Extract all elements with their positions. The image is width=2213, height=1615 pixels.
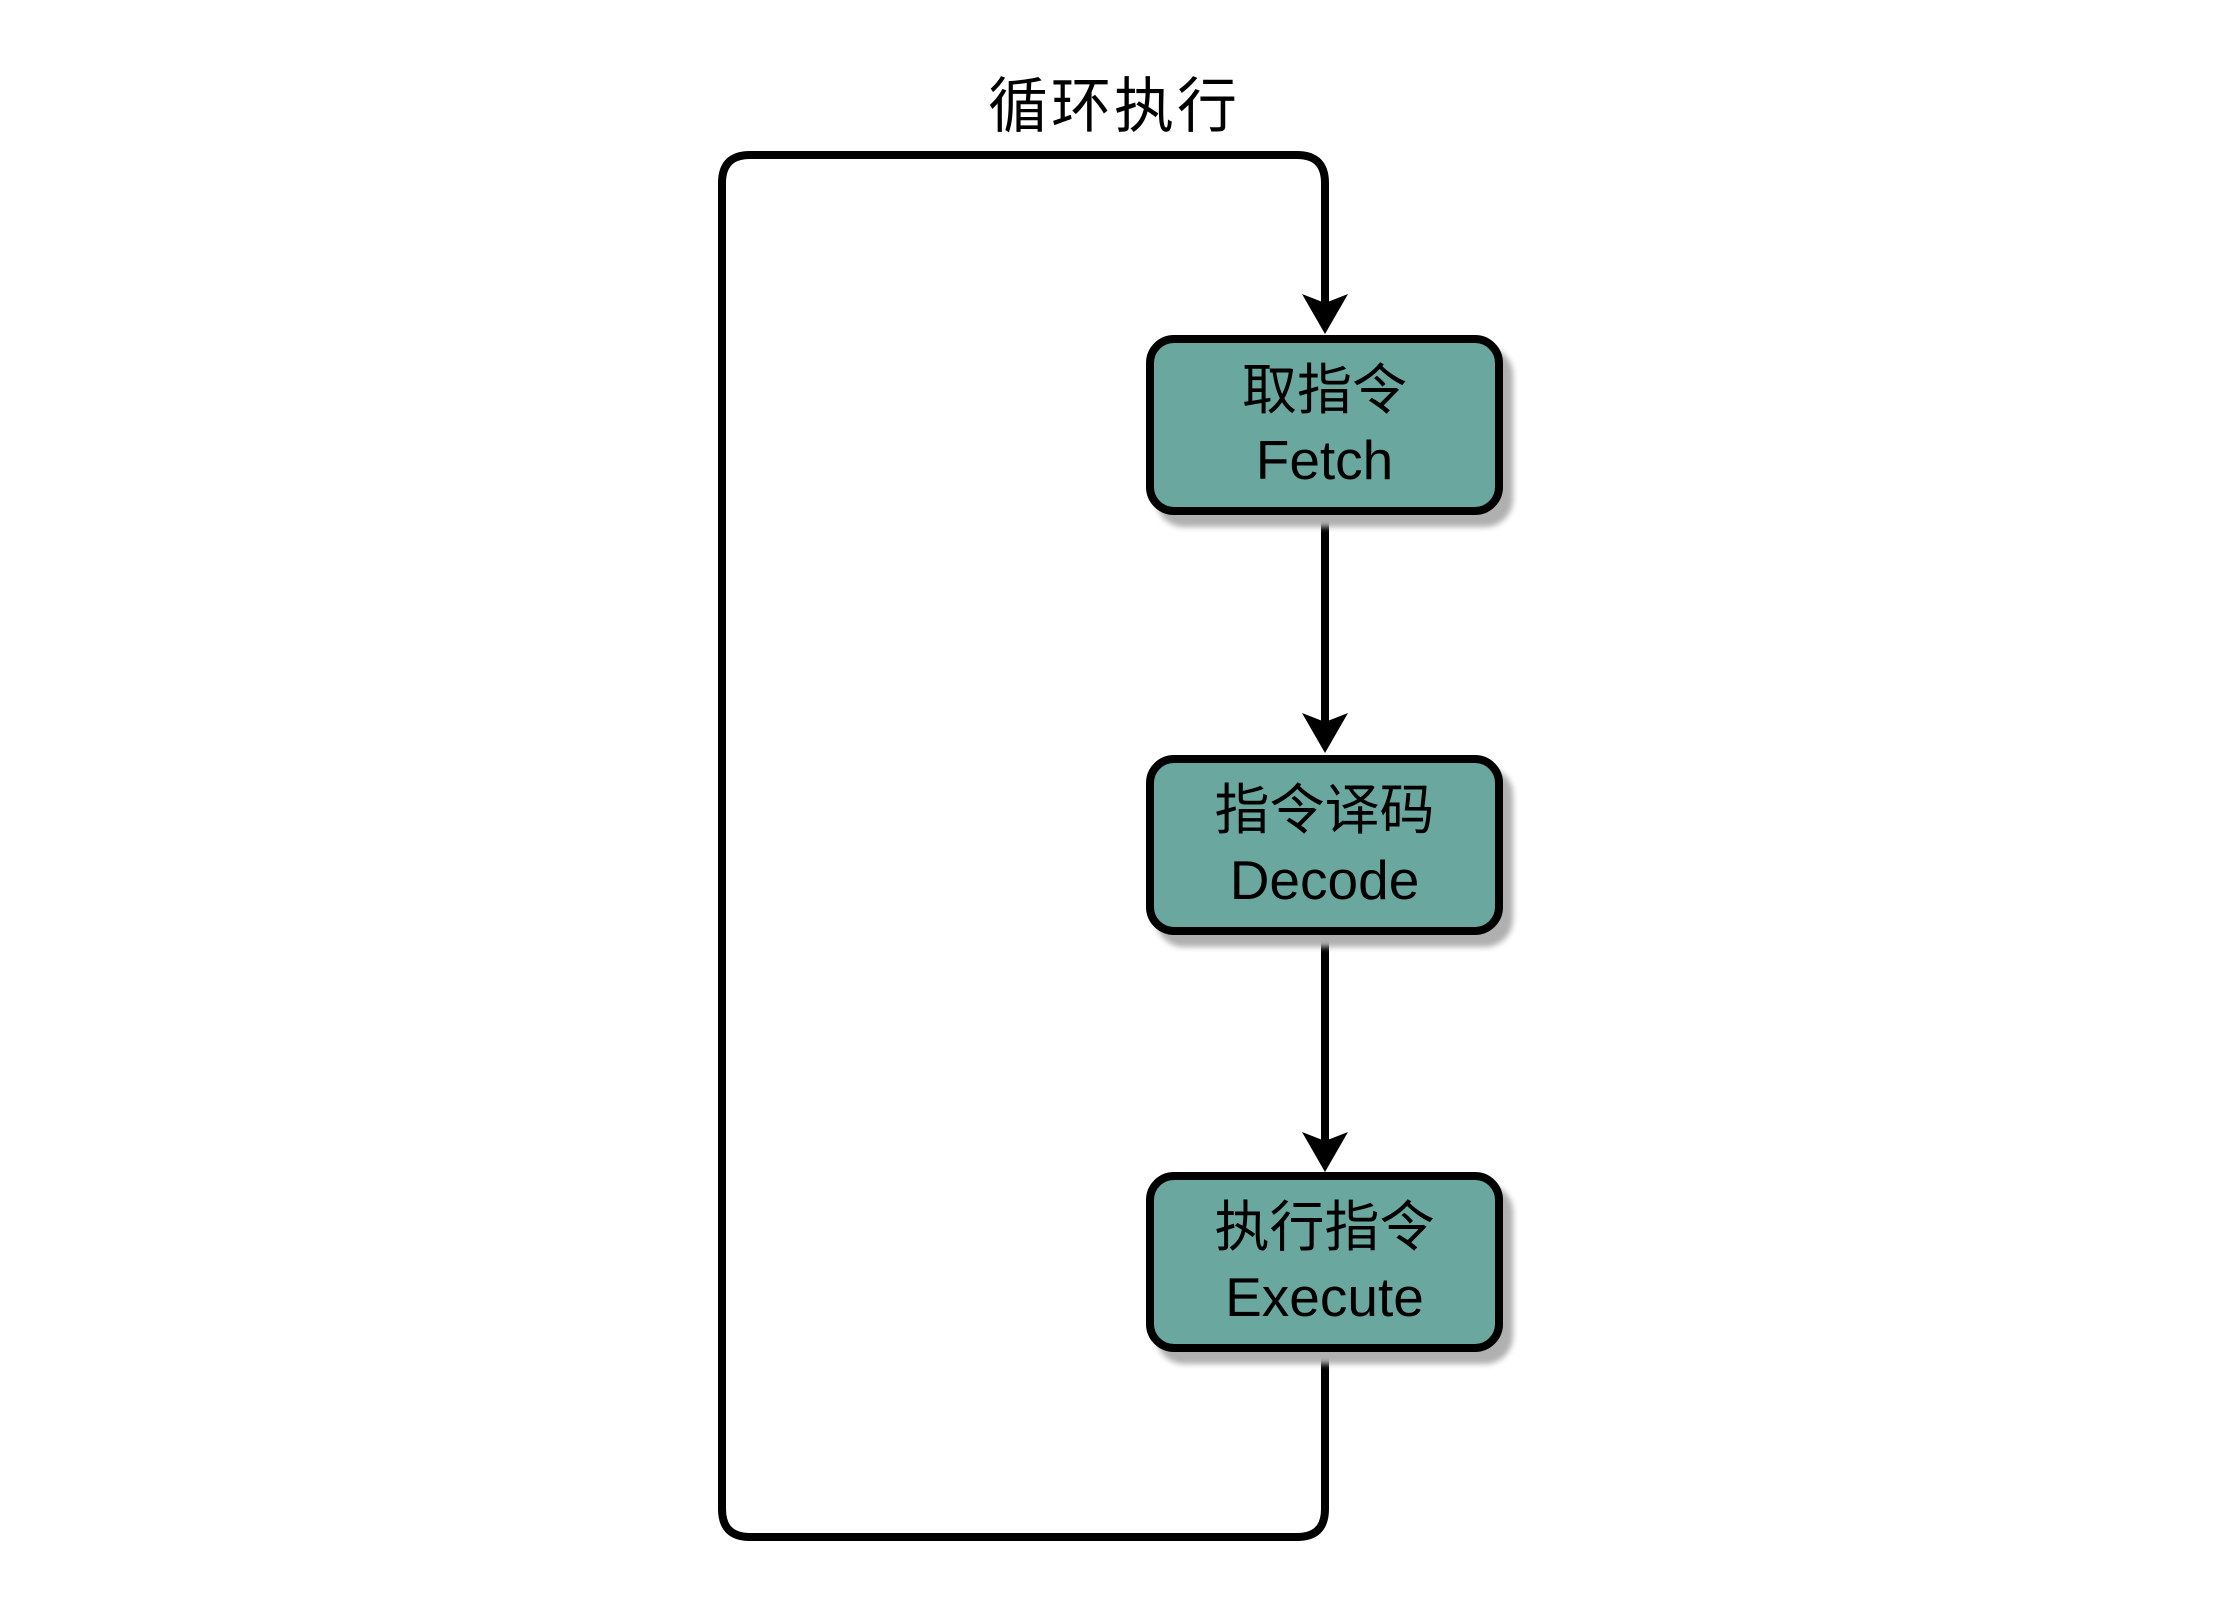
node-fetch: 取指令 Fetch: [1146, 335, 1503, 515]
edge-decode-execute-arrowhead-icon: [1302, 1132, 1348, 1172]
node-execute-label-en: Execute: [1225, 1266, 1424, 1328]
node-decode: 指令译码 Decode: [1146, 755, 1503, 935]
node-decode-label-zh: 指令译码: [1214, 778, 1435, 841]
loop-arrowhead-icon: [1302, 294, 1348, 334]
loop-edge-line: [718, 151, 1329, 1541]
node-execute-label-zh: 执行指令: [1214, 1195, 1435, 1258]
loop-label: 循环执行: [988, 73, 1240, 140]
node-decode-label-en: Decode: [1229, 849, 1420, 911]
edge-fetch-decode-arrowhead-icon: [1302, 713, 1348, 753]
node-execute: 执行指令 Execute: [1146, 1172, 1503, 1352]
node-fetch-label-en: Fetch: [1255, 429, 1394, 491]
node-fetch-label-zh: 取指令: [1241, 358, 1407, 421]
